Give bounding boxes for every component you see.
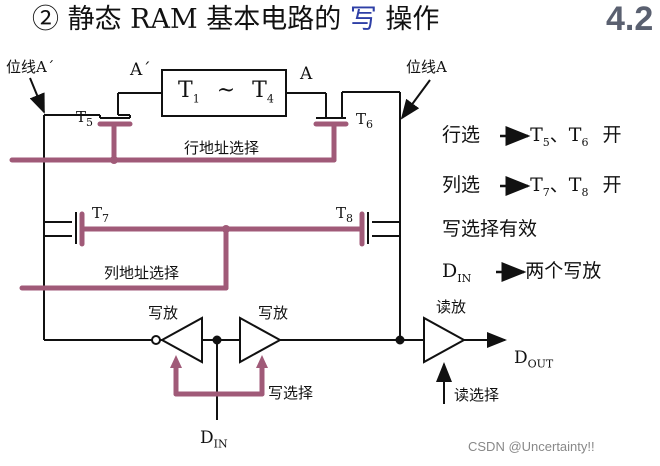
note-din: DIN 两个写放 <box>442 260 602 285</box>
page-number: 4.2 <box>606 0 654 38</box>
node-left-label: A´ <box>130 60 151 80</box>
cell-label: T1 ~ T4 <box>178 78 274 106</box>
t8-label: T8 <box>336 204 354 225</box>
title-tail: 操作 <box>385 4 440 35</box>
note-write-valid: 写选择有效 <box>442 218 538 240</box>
note-arrows <box>496 126 531 282</box>
note-row-select: 行选 T5、T6 开 <box>442 124 622 149</box>
column-address-label: 列地址选择 <box>104 264 180 282</box>
row-address-label: 行地址选择 <box>184 139 260 157</box>
t6-label: T6 <box>356 110 374 131</box>
page-title: ② 静态 RAM 基本电路的 写 操作 <box>32 6 439 33</box>
read-select-label: 读选择 <box>454 386 500 404</box>
bitline-left-label: 位线A´ <box>6 58 55 76</box>
note-col-select: 列选 T7、T8 开 <box>442 174 622 199</box>
title-number: ② <box>32 4 59 35</box>
bitline-right-label: 位线A <box>406 58 447 76</box>
memory-cell-box <box>161 69 287 117</box>
write-amp-1-label: 写放 <box>148 304 179 322</box>
write-select-label: 写选择 <box>268 384 314 402</box>
din-label: DIN <box>200 428 228 451</box>
write-amp-2-label: 写放 <box>258 304 289 322</box>
dout-label: DOUT <box>514 348 554 371</box>
t5-label: T5 <box>76 108 94 129</box>
signal-wires <box>29 69 507 420</box>
watermark: CSDN @Uncertainty!! <box>468 439 595 454</box>
title-text: 静态 RAM 基本电路的 <box>67 4 342 35</box>
node-right-label: A <box>300 64 313 84</box>
read-amp-label: 读放 <box>436 298 467 316</box>
t7-label: T7 <box>92 204 110 225</box>
title-highlight: 写 <box>349 4 377 35</box>
select-lines <box>9 121 365 397</box>
